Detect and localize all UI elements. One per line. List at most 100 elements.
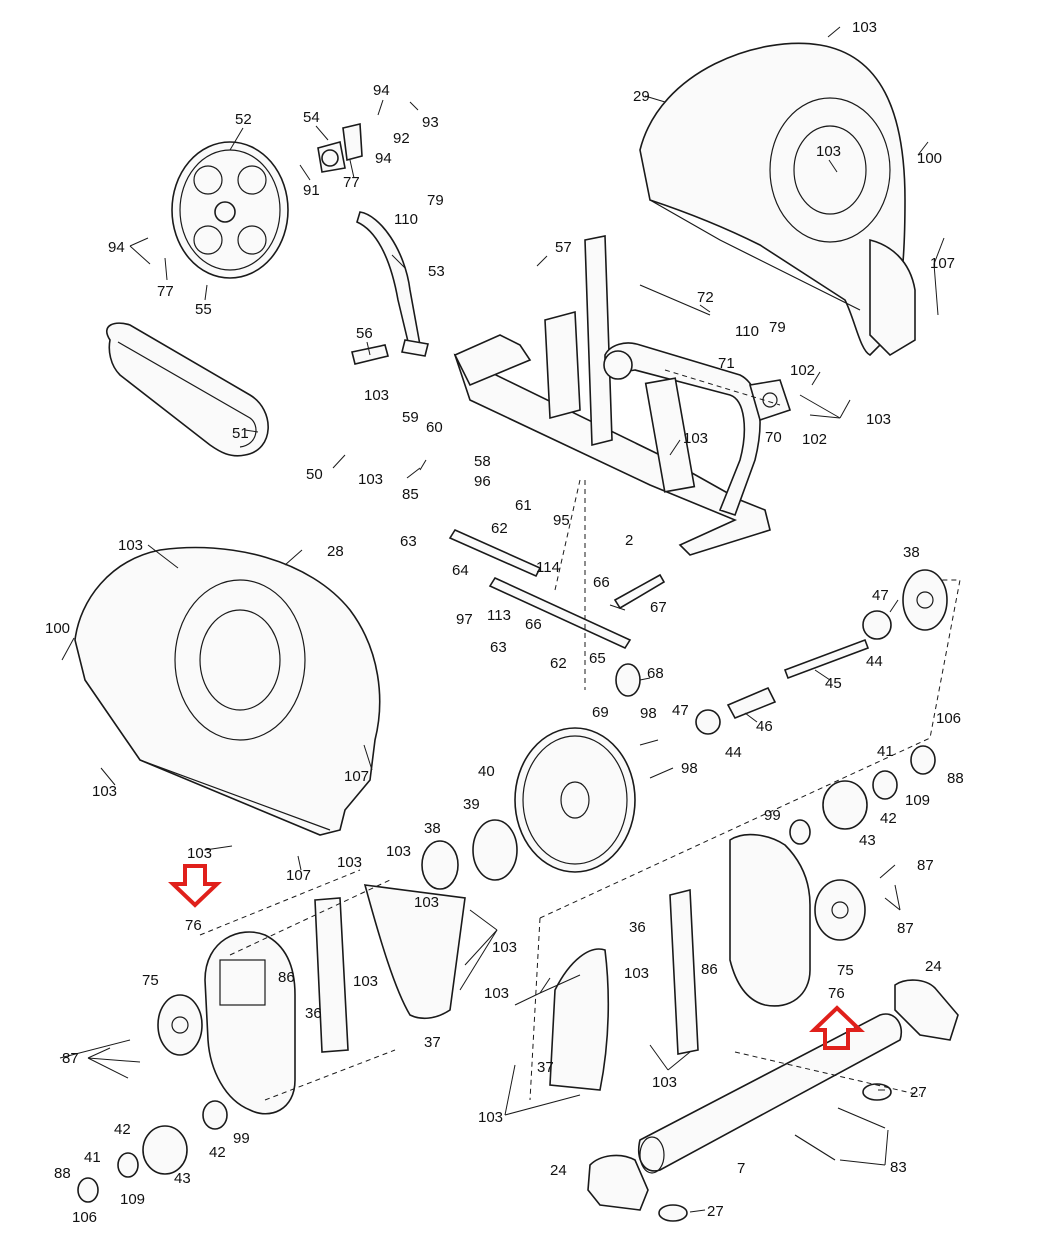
sprocket-part-38-lower — [421, 840, 459, 890]
label-87: 87 — [62, 1050, 79, 1067]
label-102: 102 — [790, 362, 815, 379]
label-103: 103 — [816, 143, 841, 160]
shield-left-part-28 — [74, 546, 381, 836]
label-88: 88 — [54, 1165, 71, 1182]
label-43: 43 — [174, 1170, 191, 1187]
washer-part-41-right — [910, 745, 936, 775]
label-103: 103 — [624, 965, 649, 982]
label-55: 55 — [195, 301, 212, 318]
label-100: 100 — [45, 620, 70, 637]
label-42: 42 — [880, 810, 897, 827]
cover-part-76-right — [729, 833, 811, 1007]
label-110: 110 — [394, 211, 418, 228]
pulley-part-52 — [171, 141, 289, 279]
label-47: 47 — [872, 587, 889, 604]
main-frame-part-2 — [453, 235, 771, 556]
label-67: 67 — [650, 599, 667, 616]
label-76: 76 — [185, 917, 202, 934]
label-71: 71 — [718, 355, 735, 372]
label-40: 40 — [478, 763, 495, 780]
shroud-part-37-left — [363, 884, 466, 1020]
label-38: 38 — [903, 544, 920, 561]
label-103: 103 — [683, 430, 708, 447]
label-103: 103 — [386, 843, 411, 860]
label-46: 46 — [756, 718, 773, 735]
label-94: 94 — [373, 82, 390, 99]
assembly-dashed-lines — [199, 369, 961, 1101]
label-75: 75 — [837, 962, 854, 979]
flywheel-part-40 — [514, 727, 636, 873]
label-37: 37 — [424, 1034, 441, 1051]
axle-part-45 — [783, 638, 870, 680]
label-91: 91 — [303, 182, 320, 199]
label-88: 88 — [947, 770, 964, 787]
sprocket-part-38-upper — [902, 569, 948, 631]
label-96: 96 — [474, 473, 491, 490]
label-103: 103 — [187, 845, 212, 862]
label-58: 58 — [474, 453, 491, 470]
label-103: 103 — [337, 854, 362, 871]
label-38: 38 — [424, 820, 441, 837]
label-102: 102 — [802, 431, 827, 448]
leveler-part-27-left — [658, 1204, 688, 1222]
label-42: 42 — [209, 1144, 226, 1161]
leader-lines — [59, 26, 945, 1213]
label-107: 107 — [930, 255, 955, 272]
bolt-part-83 — [794, 1107, 886, 1161]
highlight-arrow-up — [809, 1005, 865, 1050]
label-93: 93 — [422, 114, 439, 131]
label-106: 106 — [72, 1209, 97, 1226]
label-47: 47 — [672, 702, 689, 719]
label-103: 103 — [92, 783, 117, 800]
washer-part-41-left — [77, 1177, 99, 1203]
flange-part-75-left — [157, 994, 203, 1056]
label-98: 98 — [681, 760, 698, 777]
label-103: 103 — [652, 1074, 677, 1091]
label-103: 103 — [478, 1109, 503, 1126]
label-94: 94 — [375, 150, 392, 167]
bracket-part-36-left — [314, 897, 349, 1053]
label-109: 109 — [905, 792, 930, 809]
label-61: 61 — [515, 497, 532, 514]
highlight-arrow-down — [168, 864, 222, 908]
label-27: 27 — [910, 1084, 927, 1101]
label-54: 54 — [303, 109, 320, 126]
leveler-part-27-right — [862, 1083, 892, 1101]
label-36: 36 — [305, 1005, 322, 1022]
label-70: 70 — [765, 429, 782, 446]
cover-part-76-left — [204, 931, 296, 1115]
sprocket-part-42-right-b — [789, 819, 811, 845]
label-66: 66 — [525, 616, 542, 633]
label-103: 103 — [484, 985, 509, 1002]
label-77: 77 — [343, 174, 360, 191]
label-44: 44 — [725, 744, 742, 761]
label-103: 103 — [852, 19, 877, 36]
label-76: 76 — [828, 985, 845, 1002]
label-24: 24 — [925, 958, 942, 975]
label-86: 86 — [701, 961, 718, 978]
label-95: 95 — [553, 512, 570, 529]
label-44: 44 — [866, 653, 883, 670]
label-77: 77 — [157, 283, 174, 300]
bearing-cup-part-43-left — [142, 1125, 188, 1175]
label-59: 59 — [402, 409, 419, 426]
sprocket-part-42-right — [872, 770, 898, 800]
label-27: 27 — [707, 1203, 724, 1220]
label-62: 62 — [491, 520, 508, 537]
label-41: 41 — [877, 743, 894, 760]
label-24: 24 — [550, 1162, 567, 1179]
label-29: 29 — [633, 88, 650, 105]
label-2: 2 — [625, 532, 633, 549]
label-66: 66 — [593, 574, 610, 591]
label-97: 97 — [456, 611, 473, 628]
label-103: 103 — [492, 939, 517, 956]
label-103: 103 — [118, 537, 143, 554]
shroud-part-37-right — [549, 948, 610, 1091]
label-60: 60 — [426, 419, 443, 436]
sprocket-part-42-left — [202, 1100, 228, 1130]
label-62: 62 — [550, 655, 567, 672]
label-103: 103 — [353, 973, 378, 990]
label-36: 36 — [629, 919, 646, 936]
bearing-cup-part-43-right — [822, 780, 868, 830]
label-28: 28 — [327, 543, 344, 560]
